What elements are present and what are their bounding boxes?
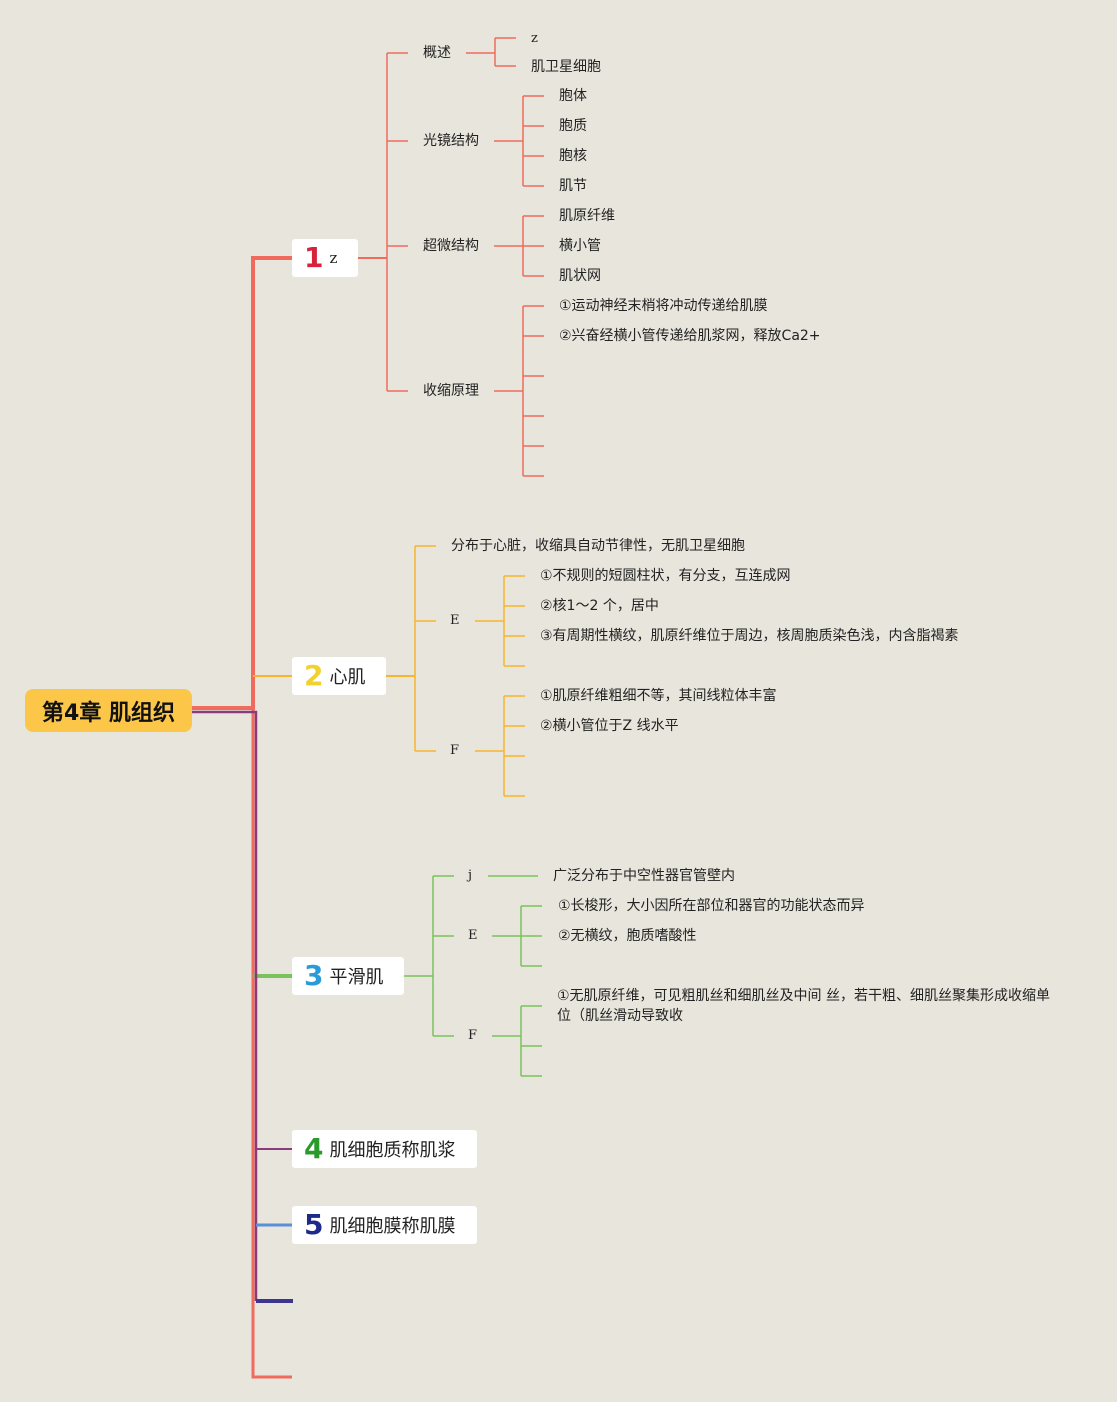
branch-4-label: 肌细胞质称肌浆 [329, 1140, 456, 1161]
branch-5-topic[interactable]: 5 肌细胞膜称肌膜 [292, 1206, 477, 1244]
branch-2-label: 心肌 [329, 667, 366, 688]
topic-smooth-distribution[interactable]: 广泛分布于中空性器官管壁内 [553, 868, 735, 884]
branch-1-topic[interactable]: 1 z [292, 239, 358, 277]
branch-3-label: 平滑肌 [329, 967, 384, 988]
topic-cytoplasm[interactable]: 胞质 [559, 118, 587, 134]
topic-smooth-e-2[interactable]: ②无横纹，胞质嗜酸性 [558, 928, 697, 944]
root-title: 第4章 肌组织 [42, 700, 175, 726]
topic-nucleus[interactable]: 胞核 [559, 148, 587, 164]
topic-cardiac-e-3[interactable]: ③有周期性横纹，肌原纤维位于周边，核周胞质染色浅，内含脂褐素 [540, 628, 959, 644]
branch-2-topic[interactable]: 2 心肌 [292, 657, 386, 695]
topic-contraction-step-1[interactable]: ①运动神经末梢将冲动传递给肌膜 [559, 298, 768, 314]
branch-3-connectors [253, 875, 542, 1077]
root-topic[interactable]: 第4章 肌组织 [25, 689, 192, 732]
topic-cardiac-e-2[interactable]: ②核1～2 个，居中 [540, 598, 659, 614]
branch-1-connectors [192, 37, 544, 1379]
branch-2-connectors [253, 545, 525, 797]
topic-cardiac-distribution[interactable]: 分布于心脏，收缩具自动节律性，无肌卫星细胞 [451, 538, 745, 554]
topic-smooth-e[interactable]: E [468, 928, 478, 943]
topic-t-tubule[interactable]: 横小管 [559, 238, 601, 254]
topic-ultrastructure[interactable]: 超微结构 [423, 238, 479, 254]
topic-satellite-cell[interactable]: 肌卫星细胞 [531, 59, 601, 75]
branch-1-number: 1 [304, 241, 324, 274]
topic-cell-body[interactable]: 胞体 [559, 88, 587, 104]
topic-cardiac-f[interactable]: F [450, 743, 460, 758]
topic-contraction-step-2[interactable]: ②兴奋经横小管传递给肌浆网，释放Ca2+ [559, 328, 821, 344]
topic-sarcomere[interactable]: 肌节 [559, 178, 587, 194]
topic-cardiac-e[interactable]: E [450, 613, 460, 628]
topic-myofibril[interactable]: 肌原纤维 [559, 208, 615, 224]
topic-smooth-f-1[interactable]: ①无肌原纤维，可见粗肌丝和细肌丝及中间 丝，若干粗、细肌丝聚集形成收缩单位（肌丝… [557, 988, 1050, 1024]
branch-3-topic[interactable]: 3 平滑肌 [292, 957, 404, 995]
topic-overview-z[interactable]: z [531, 31, 538, 46]
topic-cardiac-e-1[interactable]: ①不规则的短圆柱状，有分支，互连成网 [540, 568, 791, 584]
branch-4-topic[interactable]: 4 肌细胞质称肌浆 [292, 1130, 477, 1168]
topic-smooth-e-1[interactable]: ①长梭形，大小因所在部位和器官的功能状态而异 [558, 898, 865, 914]
topic-smooth-j[interactable]: j [468, 868, 473, 883]
topic-cardiac-f-2[interactable]: ②横小管位于Z 线水平 [540, 718, 679, 734]
branch-1-label: z [329, 249, 338, 267]
branch-5-label: 肌细胞膜称肌膜 [329, 1216, 456, 1237]
branch-2-number: 2 [304, 659, 324, 692]
branch-4-connectors [192, 710, 292, 1301]
topic-reticulum[interactable]: 肌状网 [559, 268, 601, 284]
branch-4-number: 4 [304, 1132, 324, 1165]
topic-light-microscopy[interactable]: 光镜结构 [423, 133, 479, 149]
topic-cardiac-f-1[interactable]: ①肌原纤维粗细不等，其间线粒体丰富 [540, 688, 777, 704]
branch-3-number: 3 [304, 959, 324, 992]
topic-smooth-f[interactable]: F [468, 1028, 478, 1043]
topic-overview[interactable]: 概述 [423, 45, 451, 61]
branch-5-number: 5 [304, 1208, 324, 1241]
topic-contraction-principle[interactable]: 收缩原理 [423, 383, 479, 399]
